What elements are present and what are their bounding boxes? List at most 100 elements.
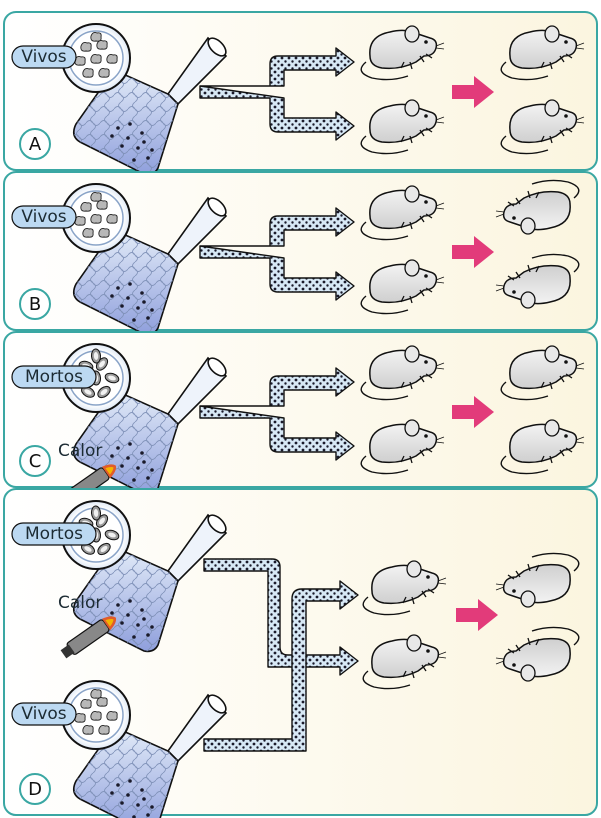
sediment-dot [128,122,132,126]
mouse-eye [564,40,568,44]
mouse-ear [405,346,419,362]
sediment-dot [120,464,124,468]
sediment-dot [110,611,114,615]
sediment-dot [126,793,130,797]
flask-label: Mortos [12,366,96,388]
live-cell [107,54,117,63]
sediment-dot [150,148,154,152]
sediment-dot [120,801,124,805]
sediment-dot [146,813,150,817]
live-cell [99,68,109,77]
panel-letter: A [29,134,42,155]
live-cell [99,228,109,237]
sediment-dot [110,791,114,795]
live-cell [83,68,93,77]
mouse-ear [545,100,559,116]
panel-letter: D [28,779,42,800]
sediment-dot [142,140,146,144]
mouse-ear [521,292,535,308]
sediment-dot [126,296,130,300]
mouse-eye [512,589,516,593]
live-cell [97,697,107,706]
panel-letter: B [29,294,41,315]
panel-a: VivosA [4,12,597,174]
sediment-dot [150,805,154,809]
sediment-dot [128,282,132,286]
mouse-eye [424,274,428,278]
mouse-ear [521,665,535,681]
panel-c: MortosCalorC [4,332,597,508]
sediment-dot [120,304,124,308]
mouse-ear [405,260,419,276]
sediment-dot [142,460,146,464]
flask-label-second: Vivos [12,703,76,725]
sediment-dot [150,625,154,629]
live-cell [107,214,117,223]
sediment-dot [126,136,130,140]
sediment-dot [128,779,132,783]
live-cell [91,214,101,223]
sediment-dot [142,300,146,304]
live-cell [91,54,101,63]
live-cell [97,200,107,209]
mouse-ear [407,561,421,577]
live-cell [91,32,101,41]
live-cell [91,689,101,698]
sediment-dot [132,158,136,162]
flask-label: Mortos [12,523,96,545]
sediment-dot [110,454,114,458]
sediment-dot [136,803,140,807]
sediment-dot [150,468,154,472]
live-cell [97,40,107,49]
sediment-dot [142,617,146,621]
flask-label-second-text: Vivos [21,704,66,724]
sediment-dot [136,306,140,310]
heat-label: Calor [58,441,102,461]
sediment-dot [126,613,130,617]
mouse-ear [545,346,559,362]
mouse-eye [512,216,516,220]
live-cell [83,228,93,237]
sediment-dot [116,126,120,130]
sediment-dot [146,316,150,320]
sediment-dot [150,308,154,312]
mouse-ear [405,26,419,42]
sediment-dot [140,291,144,295]
sediment-dot [116,286,120,290]
sediment-dot [140,788,144,792]
sediment-dot [128,599,132,603]
sediment-dot [110,134,114,138]
mouse-eye [424,360,428,364]
mouse-eye [512,290,516,294]
mouse-eye [426,575,430,579]
live-cell [81,42,91,51]
sediment-dot [126,456,130,460]
flask-label: Vivos [12,46,76,68]
mouse-ear [407,635,421,651]
sediment-dot [136,466,140,470]
sediment-dot [128,442,132,446]
sediment-dot [116,783,120,787]
mouse-eye [426,649,430,653]
live-cell [83,725,93,734]
mouse-ear [521,591,535,607]
sediment-dot [140,131,144,135]
mouse-eye [424,200,428,204]
heat-label: Calor [58,593,102,613]
sediment-dot [136,623,140,627]
mouse-ear [545,26,559,42]
sediment-dot [146,156,150,160]
mouse-ear [405,186,419,202]
flask-label: Vivos [12,206,76,228]
mouse-eye [564,360,568,364]
live-cell [91,192,101,201]
flask-label-text: Mortos [25,524,83,544]
mouse-ear [405,420,419,436]
flask-label-text: Vivos [21,207,66,227]
mouse-eye [512,663,516,667]
sediment-dot [120,144,124,148]
sediment-dot [140,451,144,455]
